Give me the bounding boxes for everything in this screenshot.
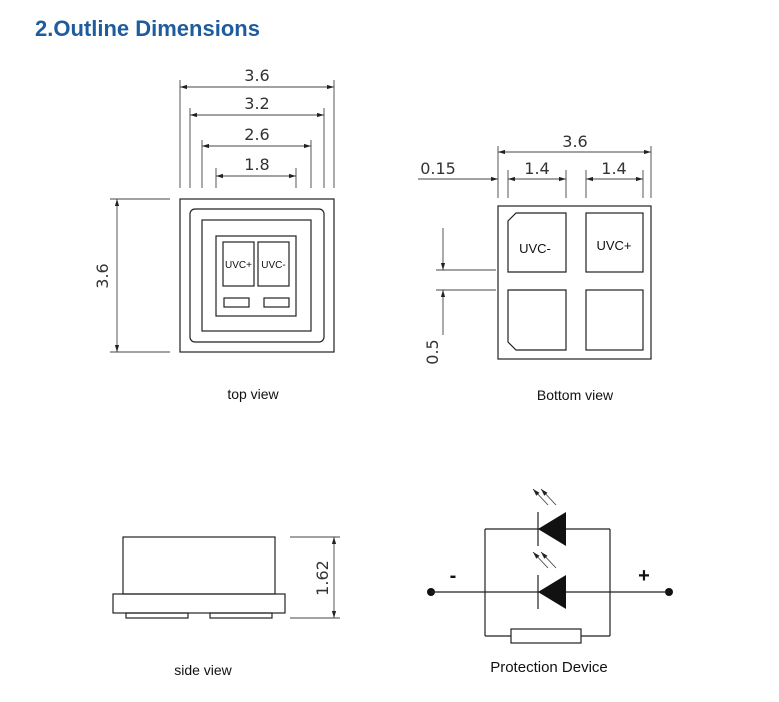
dim-side-height: 1.62 <box>313 560 332 596</box>
top-pad-left-label: UVC+ <box>225 260 252 271</box>
dim-height: 3.6 <box>93 263 112 288</box>
top-pad-right <box>257 241 290 287</box>
top-slot-left <box>223 297 250 308</box>
bottom-pad-left-label: UVC- <box>519 241 551 256</box>
dim-offset: 0.15 <box>420 159 456 178</box>
bottom-pad-br <box>585 289 644 351</box>
bottom-pad-right-label: UVC+ <box>596 238 631 253</box>
side-base <box>112 593 286 614</box>
bottom-view: 3.6 1.4 1.4 0.15 0.5 UVC- UVC+ Bottom vi… <box>418 132 652 403</box>
protection-device-caption: Protection Device <box>490 659 608 676</box>
circuit-diagram: - + Protection Device <box>427 488 673 676</box>
dim-bottom-width: 3.6 <box>562 132 587 151</box>
minus-sign: - <box>450 565 457 587</box>
side-pad-left <box>125 612 189 619</box>
top-pad-right-label: UVC- <box>261 260 285 271</box>
side-pad-right <box>209 612 273 619</box>
top-pad-left <box>222 241 255 287</box>
top-chip-area <box>215 235 297 317</box>
bottom-view-caption: Bottom view <box>537 387 614 403</box>
bottom-pad-tl <box>507 212 567 273</box>
top-outer-body <box>179 198 335 353</box>
side-view-caption: side view <box>174 662 232 678</box>
side-lens <box>122 536 276 595</box>
section-title: 2.Outline Dimensions <box>35 16 260 41</box>
uvc-led-2 <box>538 575 566 609</box>
top-slot-right <box>263 297 290 308</box>
plus-sign: + <box>638 565 650 587</box>
top-cavity <box>201 219 312 332</box>
side-view: 1.62 side view <box>112 536 340 678</box>
protection-device-resistor <box>510 628 582 644</box>
top-view: 3.6 3.2 2.6 1.8 3.6 UVC+ UVC- top view <box>93 66 335 402</box>
bottom-pad-bl <box>507 289 567 351</box>
top-inner-frame <box>189 208 325 343</box>
dim-w-inner: 2.6 <box>244 125 269 144</box>
dim-w-mid: 3.2 <box>244 94 269 113</box>
top-view-caption: top view <box>227 386 279 402</box>
bottom-outer-body <box>497 205 652 360</box>
bottom-pad-tr <box>585 212 644 273</box>
dim-pad-w2: 1.4 <box>601 159 626 178</box>
dim-w-outer: 3.6 <box>244 66 269 85</box>
dim-pad-w1: 1.4 <box>524 159 549 178</box>
dim-w-chip: 1.8 <box>244 155 269 174</box>
dim-gap: 0.5 <box>423 339 442 364</box>
uvc-led-1 <box>538 512 566 546</box>
